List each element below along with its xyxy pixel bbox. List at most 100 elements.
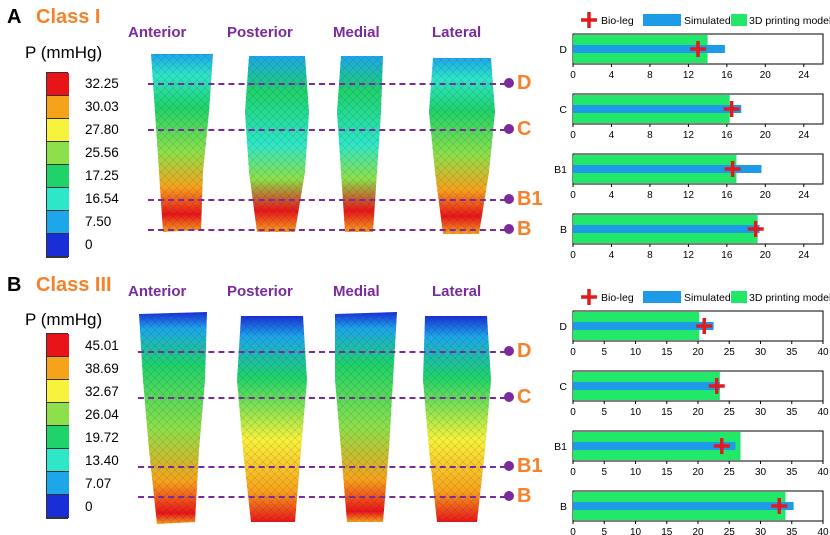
- colorbar-a: [46, 72, 69, 258]
- category-label: C: [559, 381, 567, 393]
- section-label-d-b: D: [517, 340, 532, 362]
- x-tick-label: 15: [661, 407, 673, 418]
- x-tick-label: 12: [683, 130, 695, 141]
- x-tick-label: 35: [786, 347, 798, 358]
- colorbar-cell: [47, 234, 69, 257]
- x-tick-label: 15: [661, 347, 673, 358]
- x-tick-label: 15: [661, 527, 673, 535]
- section-line-b1-b: [138, 466, 506, 468]
- section-line-b1-a: [148, 199, 506, 201]
- category-label: B1: [554, 441, 567, 453]
- colorbar-tick-label: 27.80: [85, 121, 119, 137]
- category-label: B1: [554, 164, 567, 176]
- x-tick-label: 8: [647, 190, 653, 201]
- colorbar-cell: [47, 334, 69, 357]
- colorbar-tick-label: 16.54: [85, 190, 119, 206]
- colorbar-title-b: P (mmHg): [25, 310, 103, 329]
- colorbar-tick-label: 25.56: [85, 144, 119, 160]
- x-tick-label: 25: [724, 407, 736, 418]
- bio-leg-marker: [581, 289, 597, 305]
- x-tick-label: 16: [721, 190, 733, 201]
- section-label-b1-a: B1: [517, 188, 543, 210]
- legend-swatch-simulated: [643, 291, 681, 303]
- colorbar-tick-label: 26.04: [85, 406, 119, 422]
- legend-label-bio-leg: Bio-leg: [601, 15, 634, 27]
- category-label: D: [559, 44, 567, 56]
- x-tick-label: 40: [817, 407, 829, 418]
- x-tick-label: 8: [647, 250, 653, 261]
- class-title-a: Class I: [36, 6, 101, 28]
- colorbar-tick-label: 0: [85, 236, 93, 252]
- x-tick-label: 4: [609, 130, 615, 141]
- x-tick-label: 20: [760, 190, 772, 201]
- colorbar-tick-label: 17.25: [85, 167, 119, 183]
- bio-leg-marker: [713, 438, 730, 454]
- section-label-c-b: C: [517, 386, 532, 408]
- x-tick-label: 4: [609, 190, 615, 201]
- colorbar-b: [46, 333, 69, 519]
- legend-swatch-3d-printing: [731, 291, 747, 303]
- view-label-medial-b: Medial: [333, 283, 380, 300]
- bio-leg-marker: [581, 12, 597, 28]
- x-tick-label: 16: [721, 130, 733, 141]
- x-tick-label: 10: [630, 347, 642, 358]
- x-tick-label: 25: [724, 467, 736, 478]
- legend-label-bio-leg: Bio-leg: [601, 292, 634, 304]
- category-label: C: [559, 104, 567, 116]
- colorbar-cell: [47, 472, 69, 495]
- bio-leg-marker: [690, 41, 706, 57]
- x-tick-label: 10: [630, 467, 642, 478]
- colorbar-tick-label: 30.03: [85, 98, 119, 114]
- bio-leg-marker: [696, 318, 713, 334]
- x-tick-label: 15: [661, 467, 673, 478]
- view-label-lateral-b: Lateral: [432, 283, 482, 300]
- colorbar-tick-label: 32.25: [85, 75, 119, 91]
- bio-leg-marker: [708, 378, 725, 394]
- class-title-b: Class III: [36, 274, 112, 296]
- category-label: B: [560, 224, 567, 236]
- category-label: B: [560, 501, 567, 513]
- x-tick-label: 0: [570, 250, 576, 261]
- bio-leg-marker: [724, 161, 741, 177]
- legend-label-3d-printing: 3D printing model: [749, 292, 830, 304]
- panel-letter-b: B: [7, 274, 22, 296]
- x-tick-label: 0: [570, 190, 576, 201]
- bio-leg-marker: [771, 498, 788, 514]
- bar-simulated: [573, 165, 762, 173]
- legend-label-simulated: Simulated: [684, 15, 731, 27]
- x-tick-label: 20: [692, 407, 704, 418]
- colorbar-title-a: P (mmHg): [25, 43, 103, 62]
- x-tick-label: 30: [755, 407, 767, 418]
- bar-simulated: [573, 105, 742, 113]
- x-tick-label: 12: [683, 70, 695, 81]
- colorbar-cell: [47, 96, 69, 119]
- category-label: D: [559, 321, 567, 333]
- leg-pressure-maps-b: [139, 312, 491, 524]
- x-tick-label: 24: [798, 250, 810, 261]
- section-line-b-a: [148, 229, 506, 231]
- x-tick-label: 12: [683, 190, 695, 201]
- colorbar-cell: [47, 403, 69, 426]
- bar-simulated: [573, 45, 725, 53]
- x-tick-label: 30: [755, 347, 767, 358]
- section-line-b-b: [138, 496, 506, 498]
- section-line-c-b: [138, 397, 506, 399]
- x-tick-label: 12: [683, 250, 695, 261]
- x-tick-label: 20: [760, 70, 772, 81]
- colorbar-cell: [47, 73, 69, 96]
- colorbar-cell: [47, 380, 69, 403]
- leg-lateral-a: [429, 58, 495, 234]
- x-tick-label: 4: [609, 70, 615, 81]
- x-tick-label: 16: [721, 70, 733, 81]
- colorbar-tick-label: 19.72: [85, 429, 119, 445]
- colorbar-cell: [47, 495, 69, 518]
- legend-swatch-3d-printing: [731, 14, 747, 26]
- x-tick-label: 5: [601, 527, 607, 535]
